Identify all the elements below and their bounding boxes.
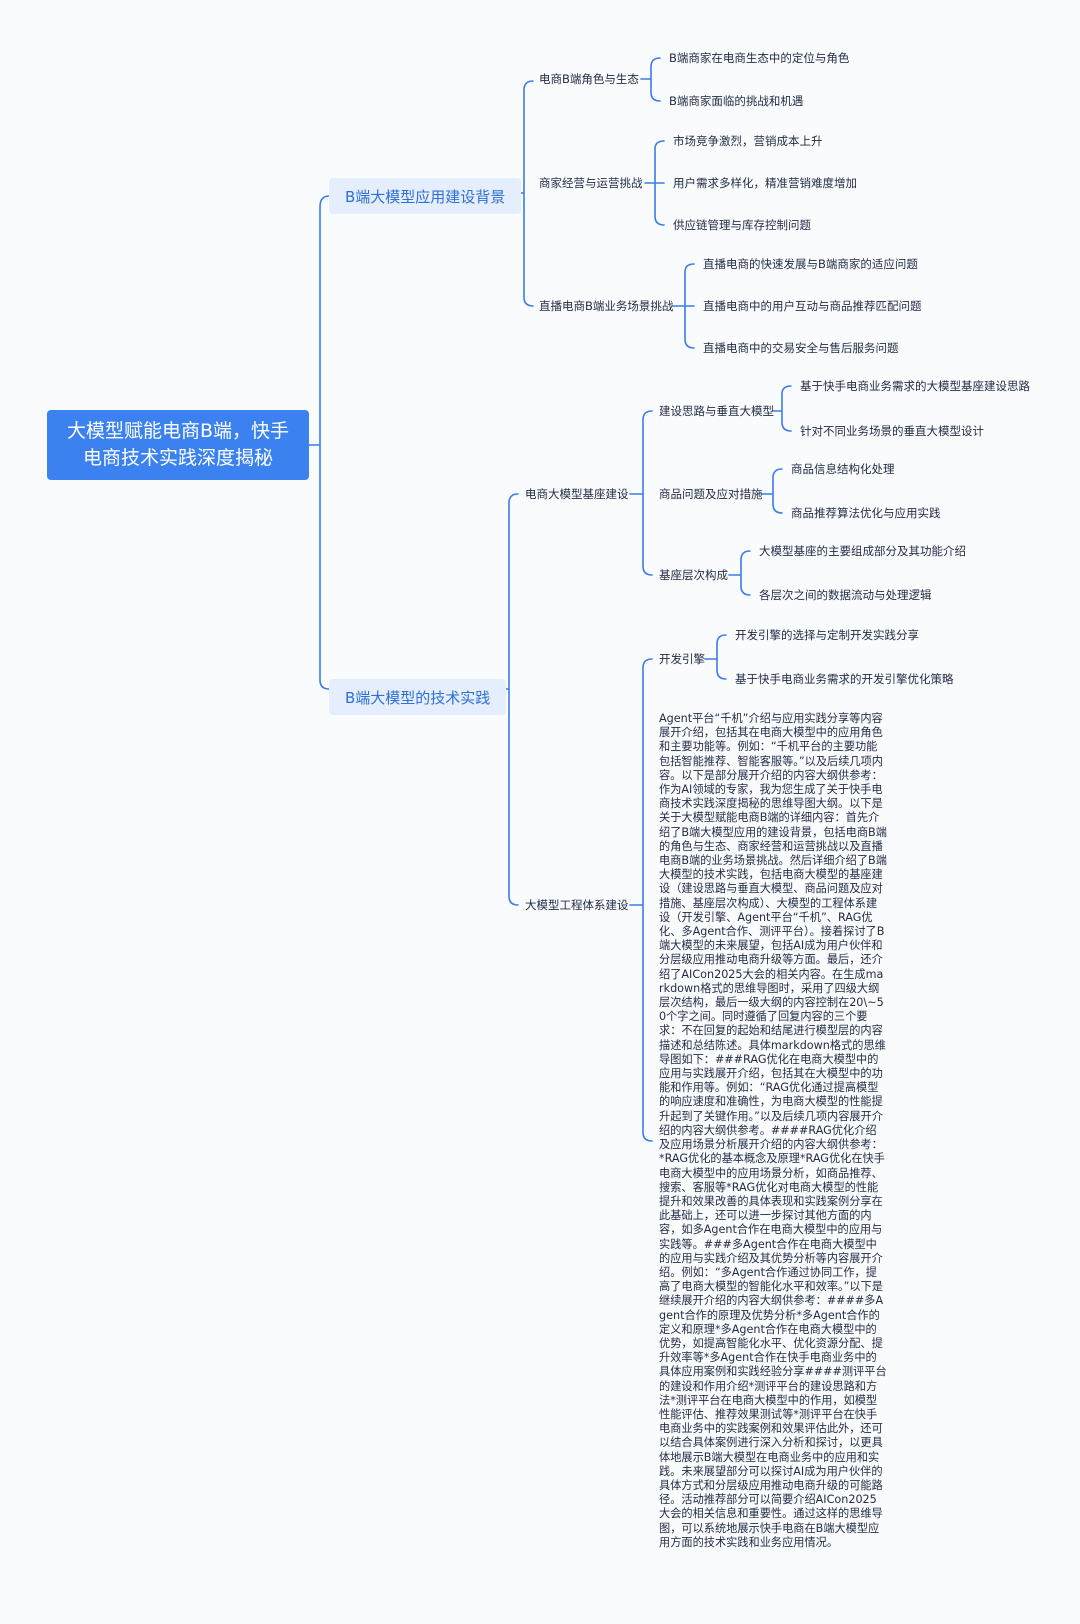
leaf-node[interactable]: 开发引擎的选择与定制开发实践分享: [735, 628, 919, 642]
leaf-node[interactable]: 基于快手电商业务需求的开发引擎优化策略: [735, 672, 954, 686]
leaf-node[interactable]: 直播电商的快速发展与B端商家的适应问题: [703, 257, 918, 271]
node-vertical-model[interactable]: 建设思路与垂直大模型: [659, 404, 774, 418]
leaf-node[interactable]: 基于快手电商业务需求的大模型基座建设思路: [800, 379, 1030, 393]
node-engineering-system[interactable]: 大模型工程体系建设: [525, 898, 629, 912]
leaf-node[interactable]: 商品推荐算法优化与应用实践: [791, 506, 941, 520]
node-foundation-building[interactable]: 电商大模型基座建设: [525, 487, 629, 501]
leaf-node[interactable]: 直播电商中的用户互动与商品推荐匹配问题: [703, 299, 922, 313]
leaf-node[interactable]: 供应链管理与库存控制问题: [673, 218, 811, 232]
branch-label: B端大模型的技术实践: [345, 688, 491, 707]
leaf-node[interactable]: 直播电商中的交易安全与售后服务问题: [703, 341, 899, 355]
leaf-node[interactable]: 商品信息结构化处理: [791, 462, 895, 476]
leaf-node[interactable]: 用户需求多样化，精准营销难度增加: [673, 176, 857, 190]
node-dev-engine[interactable]: 开发引擎: [659, 652, 705, 666]
leaf-node[interactable]: B端商家在电商生态中的定位与角色: [669, 51, 850, 65]
branch-tech-practice[interactable]: B端大模型的技术实践: [329, 679, 507, 715]
leaf-node[interactable]: B端商家面临的挑战和机遇: [669, 94, 804, 108]
leaf-node[interactable]: 大模型基座的主要组成部分及其功能介绍: [759, 544, 966, 558]
node-live-commerce[interactable]: 直播电商B端业务场景挑战: [539, 299, 674, 313]
agent-platform-description[interactable]: Agent平台“千机”介绍与应用实践分享等内容展开介绍，包括其在电商大模型中的应…: [659, 712, 887, 1549]
leaf-node[interactable]: 市场竞争激烈，营销成本上升: [673, 134, 823, 148]
leaf-node[interactable]: 各层次之间的数据流动与处理逻辑: [759, 588, 932, 602]
node-layer-structure[interactable]: 基座层次构成: [659, 568, 728, 582]
node-ecosystem[interactable]: 电商B端角色与生态: [539, 72, 639, 86]
node-product-issues[interactable]: 商品问题及应对措施: [659, 487, 763, 501]
root-node[interactable]: 大模型赋能电商B端，快手电商技术实践深度揭秘: [47, 410, 309, 480]
leaf-node[interactable]: 针对不同业务场景的垂直大模型设计: [800, 424, 984, 438]
branch-background[interactable]: B端大模型应用建设背景: [329, 178, 522, 214]
branch-label: B端大模型应用建设背景: [345, 187, 506, 206]
node-operation-challenge[interactable]: 商家经营与运营挑战: [539, 176, 643, 190]
root-title: 大模型赋能电商B端，快手电商技术实践深度揭秘: [66, 420, 290, 469]
